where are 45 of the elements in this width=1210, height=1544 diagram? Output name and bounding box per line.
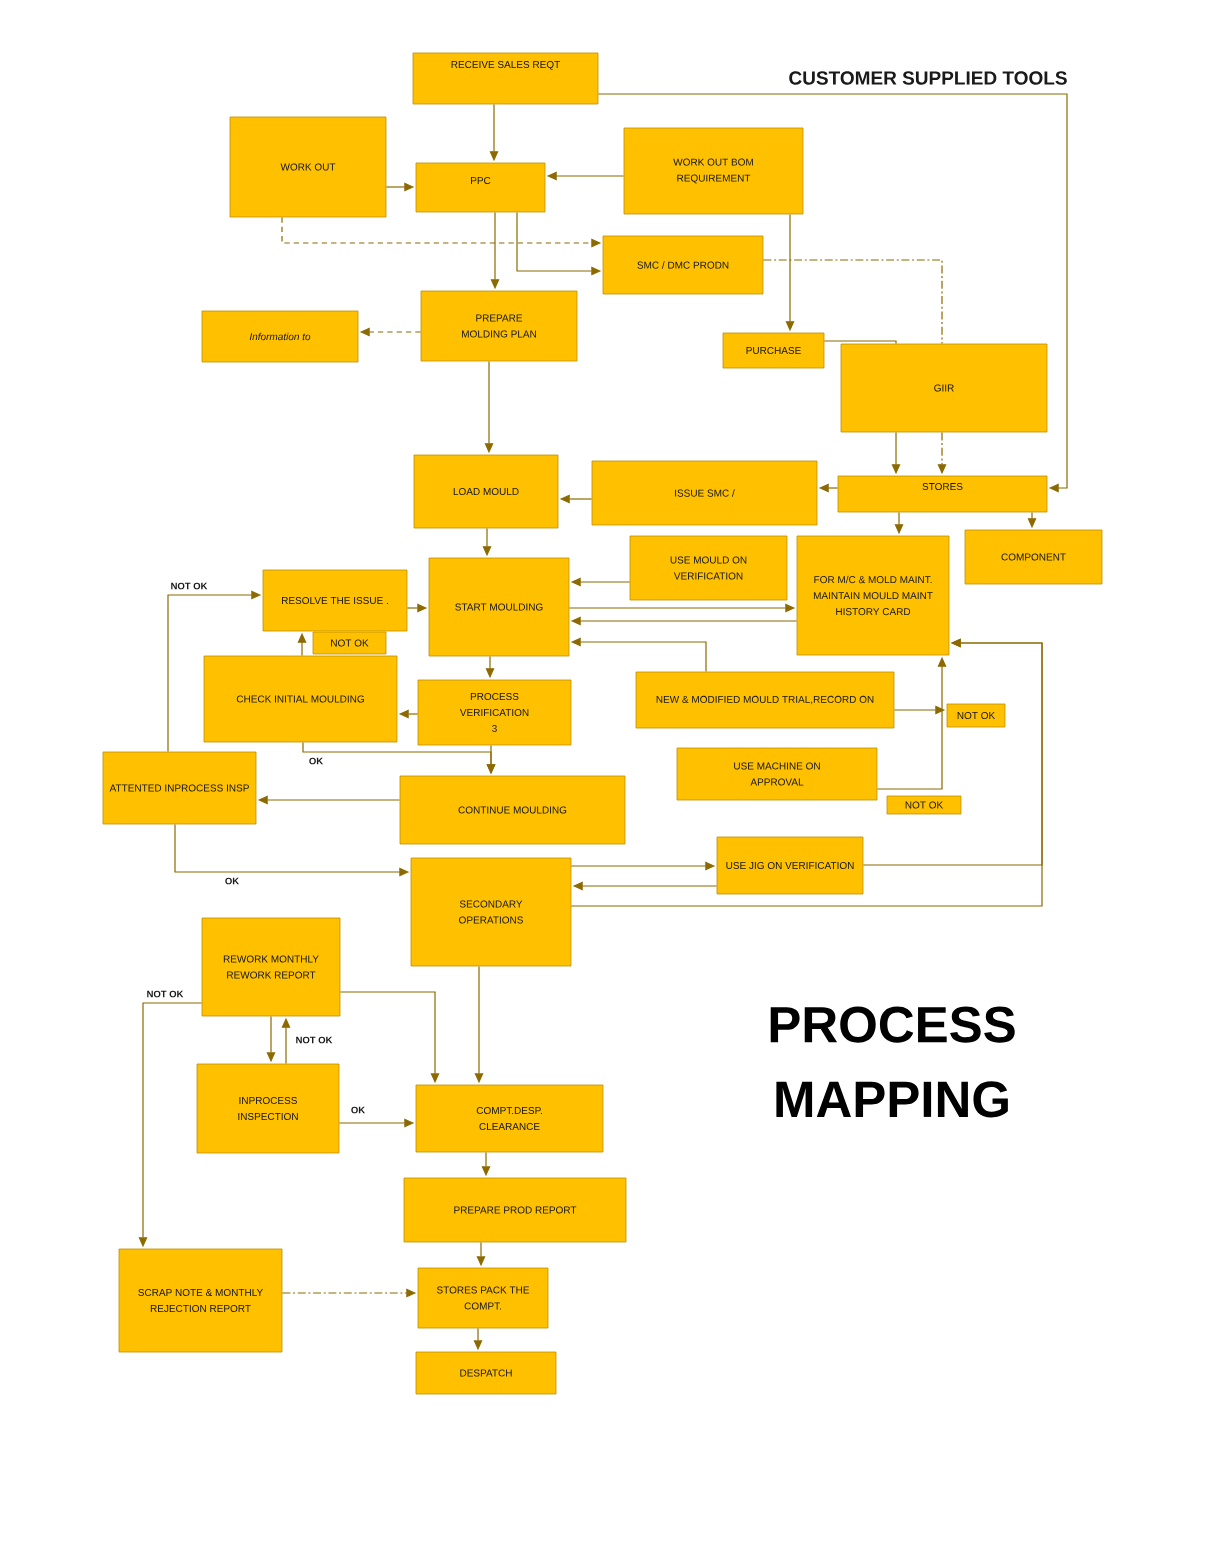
title: PROCESS MAPPING xyxy=(770,1006,1015,1118)
edge-label: CUSTOMER SUPPLIED TOOLS xyxy=(787,69,1069,87)
edge-label: OK xyxy=(349,1105,367,1115)
process-box: PURCHASE xyxy=(722,332,825,369)
note-box: NOT OK xyxy=(886,795,962,815)
arrow xyxy=(597,93,1068,493)
process-box: PPC xyxy=(415,162,546,213)
process-box: CONTINUE MOULDING xyxy=(399,775,626,845)
process-box: FOR M/C & MOLD MAINT. MAINTAIN MOULD MAINT HISTORY CARD xyxy=(796,535,950,656)
edge-label: OK xyxy=(307,756,325,766)
edge-label: NOT OK xyxy=(169,581,209,591)
note-box: NOT OK xyxy=(312,631,387,655)
process-box: ISSUE SMC / xyxy=(591,460,818,526)
process-box: COMPT.DESP. CLEARANCE xyxy=(415,1084,604,1153)
process-box: SMC / DMC PRODN xyxy=(602,235,764,295)
process-box: RECEIVE SALES REQT xyxy=(412,52,599,105)
process-box: ATTENTED INPROCESS INSP xyxy=(102,751,257,825)
process-box: PROCESS VERIFICATION 3 xyxy=(417,679,572,746)
edge-label: NOT OK xyxy=(294,1035,334,1045)
process-box: SCRAP NOTE & MONTHLY REJECTION REPORT xyxy=(118,1248,283,1353)
process-box: STORES xyxy=(837,475,1048,513)
process-box: GIIR xyxy=(840,343,1048,433)
process-box: WORK OUT BOM REQUIREMENT xyxy=(623,127,804,215)
process-box: USE JIG ON VERIFICATION xyxy=(716,836,864,895)
dashed-connector-line xyxy=(762,259,943,345)
process-box: STORES PACK THE COMPT. xyxy=(417,1267,549,1329)
process-box: PREPARE MOLDING PLAN xyxy=(420,290,578,362)
process-box: Information to xyxy=(201,310,359,363)
process-box: SECONDARY OPERATIONS xyxy=(410,857,572,967)
process-box: LOAD MOULD xyxy=(413,454,559,529)
process-box: PREPARE PROD REPORT xyxy=(403,1177,627,1243)
process-box: USE MACHINE ON APPROVAL xyxy=(676,747,878,801)
edge-label: OK xyxy=(223,876,241,886)
connector-line xyxy=(823,340,897,345)
process-box: START MOULDING xyxy=(428,557,570,657)
process-box: COMPONENT xyxy=(964,529,1103,585)
note-box: NOT OK xyxy=(946,703,1006,728)
process-box: WORK OUT xyxy=(229,116,387,218)
process-box: INPROCESS INSPECTION xyxy=(196,1063,340,1154)
process-box: REWORK MONTHLY REWORK REPORT xyxy=(201,917,341,1017)
arrow xyxy=(862,638,1043,866)
process-box: NEW & MODIFIED MOULD TRIAL,RECORD ON xyxy=(635,671,895,729)
process-box: USE MOULD ON VERIFICATION xyxy=(629,535,788,601)
edge-label: NOT OK xyxy=(145,989,185,999)
process-box: DESPATCH xyxy=(415,1351,557,1395)
